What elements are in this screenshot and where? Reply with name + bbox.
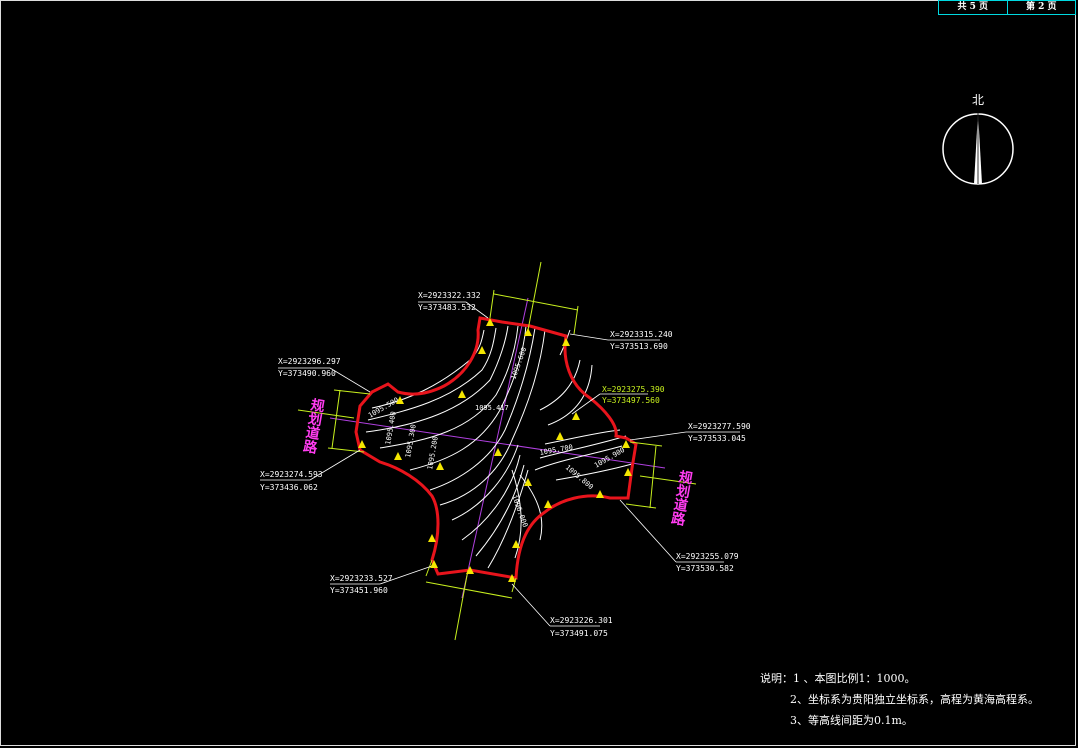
contour-label: 1095.800 [564, 463, 595, 491]
coord-4-y: Y=373497.560 [602, 396, 660, 405]
note-line-3: 3、等高线间距为0.1m。 [790, 714, 913, 727]
coord-6-y: Y=373436.062 [260, 483, 318, 492]
contour-label: 1096.000 [510, 494, 529, 528]
road-label-west: 规划道路 [300, 397, 326, 455]
coordinate-labels: X=2923322.332 Y=373483.532 X=2923315.240… [260, 291, 751, 638]
contour-label: 1095.200 [426, 436, 440, 471]
coord-8-y: Y=373451.960 [330, 586, 388, 595]
coord-9-y: Y=373491.075 [550, 629, 608, 638]
coord-1-y: Y=373483.532 [418, 303, 476, 312]
contour-label: 1095.600 [509, 346, 528, 380]
road-label-east: 规划道路 [668, 469, 694, 527]
north-arrow: 北 [942, 93, 1014, 185]
coord-2-y: Y=373513.690 [610, 342, 668, 351]
coord-7-y: Y=373530.582 [676, 564, 734, 573]
coord-5-y: Y=373533.045 [688, 434, 746, 443]
dimension-lines [297, 261, 697, 641]
center-elevation: 1095.417 [475, 404, 509, 412]
coord-7-x: X=2923255.079 [676, 552, 739, 561]
page-info-box: 共 5 页 第 2 页 [938, 0, 1076, 15]
drawing-notes: 说明：1 、本图比例1：1000。 2、坐标系为贵阳独立坐标系，高程为黄海高程系… [760, 668, 1039, 731]
note-line-2: 2、坐标系为贵阳独立坐标系，高程为黄海高程系。 [790, 693, 1039, 706]
note-line-1: 1 、本图比例1：1000。 [793, 672, 916, 685]
coord-2-x: X=2923315.240 [610, 330, 673, 339]
leader-lines [260, 301, 740, 627]
contour-lines [365, 325, 633, 569]
coord-8-x: X=2923233.527 [330, 574, 393, 583]
coord-3-y: Y=373490.960 [278, 369, 336, 378]
current-page: 第 2 页 [1006, 1, 1076, 14]
coord-9-x: X=2923226.301 [550, 616, 613, 625]
total-pages: 共 5 页 [957, 2, 989, 12]
coord-4-x: X=2923275.390 [602, 385, 665, 394]
notes-prefix: 说明： [760, 672, 793, 685]
spot-elevations [358, 318, 632, 582]
contour-labels: 1095.500 1095.400 1095.300 1095.200 1095… [367, 346, 626, 528]
coord-6-x: X=2923274.593 [260, 470, 323, 479]
contour-label: 1095.700 [539, 443, 574, 457]
site-boundary [354, 316, 638, 580]
north-label: 北 [972, 93, 984, 107]
coord-1-x: X=2923322.332 [418, 291, 481, 300]
coord-3-x: X=2923296.297 [278, 357, 341, 366]
coord-5-x: X=2923277.590 [688, 422, 751, 431]
